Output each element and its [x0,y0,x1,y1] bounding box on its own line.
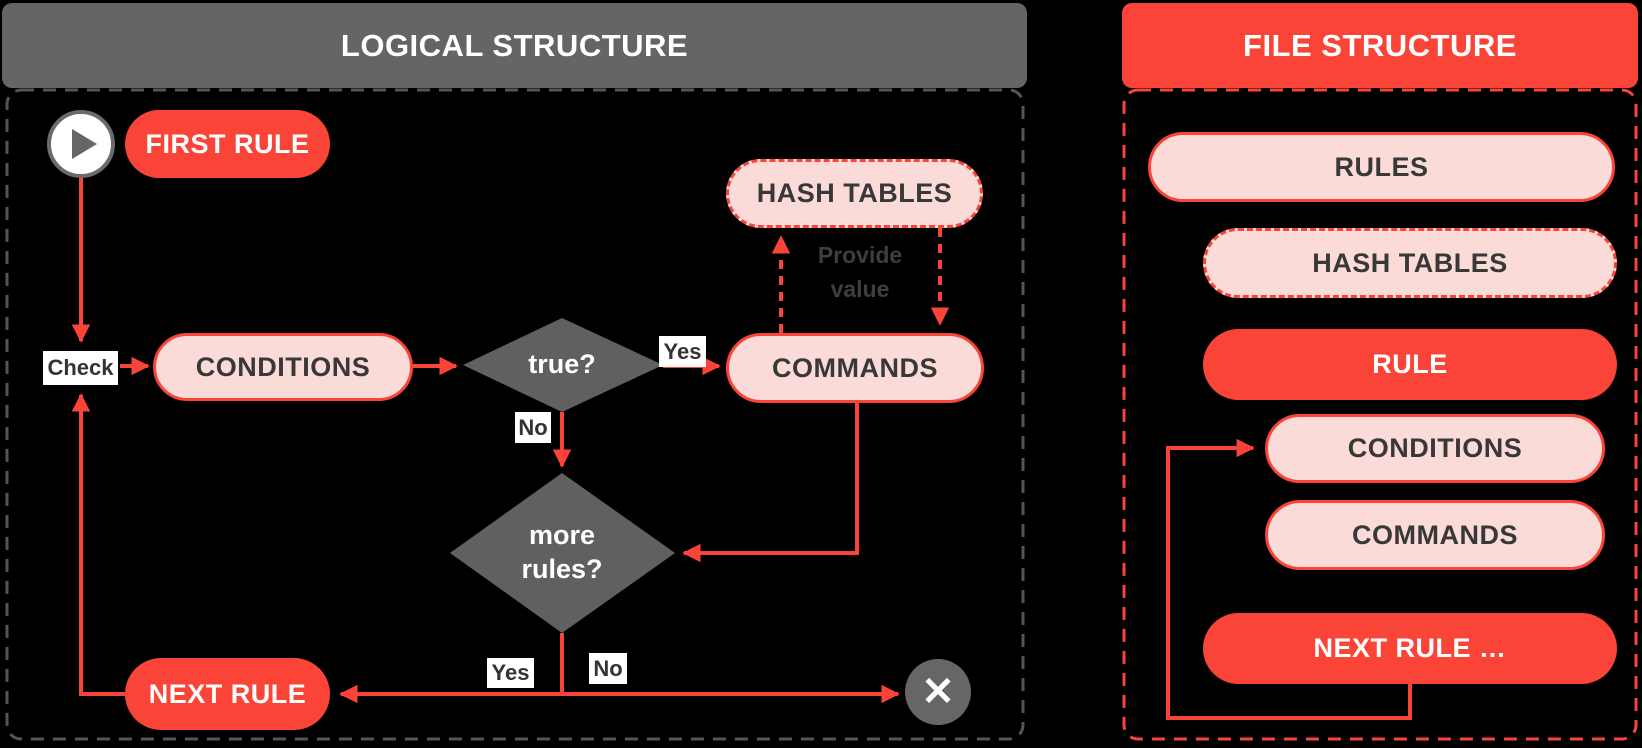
true-no-label: No [515,412,551,443]
more-rules-decision-diamond [450,473,675,633]
file-next-rule-node: NEXT RULE … [1203,613,1617,684]
edge-nextrule-to-check [71,393,125,696]
provide-value-label: Provide value [817,241,903,303]
commands-node: COMMANDS [726,333,984,403]
edge-commands-to-morerules [682,403,859,563]
check-label: Check [43,351,118,385]
end-x-icon: ✕ [921,670,955,714]
logical-structure-title: LOGICAL STRUCTURE [340,27,689,63]
true-decision-diamond [463,318,663,412]
play-icon [72,129,97,159]
next-rule-node: NEXT RULE [125,658,330,730]
start-node [47,110,115,178]
end-node: ✕ [905,659,971,725]
more-rules-decision-label: more rules? [521,520,603,584]
true-yes-label: Yes [659,336,706,367]
file-rules-node: RULES [1148,132,1615,202]
file-conditions-node: CONDITIONS [1265,414,1605,483]
hash-tables-node: HASH TABLES [726,159,983,228]
file-commands-node: COMMANDS [1265,500,1605,570]
edge-nextrule-loop-to-conditions [1166,438,1412,720]
more-yes-label: Yes [487,658,534,688]
file-structure-container [1122,88,1638,741]
logical-structure-header: LOGICAL STRUCTURE [2,3,1027,88]
file-structure-title: FILE STRUCTURE [1243,27,1517,63]
file-hash-tables-node: HASH TABLES [1203,228,1617,298]
first-rule-node: FIRST RULE [125,110,330,178]
file-structure-header: FILE STRUCTURE [1122,3,1638,88]
true-decision-label: true? [528,349,596,380]
file-rule-node: RULE [1203,329,1617,400]
logical-structure-container [5,88,1025,741]
conditions-node: CONDITIONS [153,333,413,401]
more-no-label: No [589,653,627,684]
